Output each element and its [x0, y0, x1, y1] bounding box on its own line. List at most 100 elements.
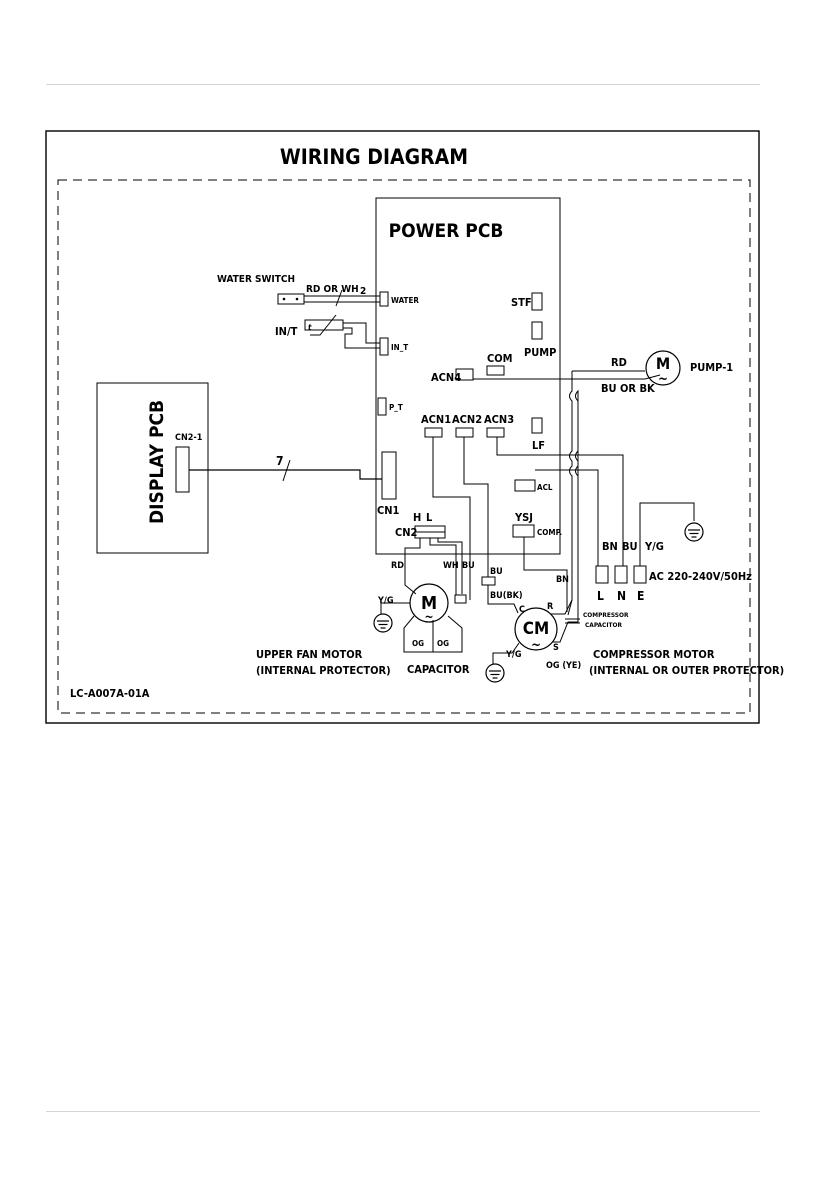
pump-motor-symbol: M: [656, 354, 670, 373]
display-connector-label: CN2-1: [175, 433, 203, 443]
bus-wire-left: [567, 371, 573, 616]
terminal-water: [379, 291, 389, 307]
terminal-acn4-label: ACN4: [431, 371, 461, 384]
terminal-lf-label: LF: [532, 439, 545, 452]
terminal-acn1-label: ACN1: [421, 413, 451, 426]
terminal-acl: [514, 479, 536, 492]
terminal-p-t: [377, 397, 387, 416]
terminal-pump: [531, 321, 543, 340]
compressor-caption-1: COMPRESSOR MOTOR: [593, 648, 715, 661]
terminal-cn1: [381, 451, 397, 500]
input-n-label: N: [617, 589, 626, 603]
input-ground-icon: [684, 522, 704, 542]
water-switch-contact-b: [295, 297, 299, 301]
terminal-acn2-label: ACN2: [452, 413, 482, 426]
pump-motor-tilde: ~: [658, 372, 668, 387]
terminal-acn1: [424, 427, 443, 438]
compressor-bn-label: BN: [556, 575, 569, 585]
pump-wire-bu-label: BU OR BK: [601, 382, 655, 395]
fan-og2-label: OG: [437, 639, 449, 648]
terminal-l-label: L: [426, 511, 433, 524]
compressor-c-wire: [487, 585, 519, 614]
input-l-label: L: [597, 589, 604, 603]
bus-wire-right: [575, 389, 579, 600]
fan-caption-2: (INTERNAL PROTECTOR): [256, 664, 391, 677]
terminal-input-e: [633, 565, 647, 584]
power-pcb-label: POWER PCB: [389, 220, 504, 242]
terminal-acn3-label: ACN3: [484, 413, 514, 426]
water-switch: [277, 293, 305, 305]
power-pcb-box: [375, 197, 561, 555]
compressor-capacitor-label-1: COMPRESSOR: [583, 611, 629, 619]
compressor-bn-wire: [523, 537, 568, 612]
fan-ground-wire: [380, 602, 410, 614]
terminal-cn2-label: CN2: [395, 526, 418, 539]
water-switch-label: WATER SWITCH: [217, 274, 295, 285]
terminal-acl-label: ACL: [537, 483, 553, 492]
terminal-acn2: [455, 427, 474, 438]
compressor-capacitor-label-2: CAPACITOR: [585, 621, 622, 629]
model-code: LC-A007A-01A: [70, 687, 150, 700]
fan-capacitor-label: CAPACITOR: [407, 663, 470, 676]
fan-wire-rd-label: RD: [391, 561, 404, 571]
pump-label: PUMP-1: [690, 361, 733, 374]
acn1-wire: [432, 437, 471, 600]
fan-caption-1: UPPER FAN MOTOR: [256, 648, 363, 661]
compressor-bu-terminal: [481, 576, 496, 586]
harness-slash: [282, 459, 291, 482]
compressor-yg-label: Y/G: [505, 650, 522, 660]
water-switch-wire-label: RD OR WH: [306, 284, 359, 295]
terminal-acn3: [486, 427, 505, 438]
input-bn-label: BN: [602, 540, 618, 553]
terminal-input-l: [595, 565, 609, 584]
terminal-stf: [531, 292, 543, 311]
terminal-stf-label: STF: [511, 296, 532, 309]
top-rule: [46, 84, 760, 85]
fan-yg-label: Y/G: [377, 596, 394, 606]
terminal-ysj-label: YSJ: [514, 511, 533, 524]
terminal-cn1-label: CN1: [377, 504, 400, 517]
acn2-wire: [463, 437, 489, 577]
display-pcb-label: DISPLAY PCB: [146, 400, 168, 524]
terminal-in-t-label: IN_T: [391, 343, 408, 352]
terminal-pump-label: PUMP: [524, 346, 556, 359]
compressor-ground-wire: [492, 642, 520, 664]
compressor-motor-tilde: ~: [531, 638, 541, 653]
fan-capacitor-wires: [403, 615, 463, 653]
terminal-input-n: [614, 565, 628, 584]
in-t-label: IN/T: [275, 325, 298, 338]
pump-motor: [645, 350, 681, 386]
terminal-p-t-label: P_T: [389, 403, 403, 412]
terminal-in-t: [379, 337, 389, 356]
diagram-outer-frame: [45, 130, 760, 724]
terminal-com-label: COM: [487, 352, 513, 365]
fan-wire-bu-label: BU: [462, 561, 475, 571]
input-yg-label: Y/G: [644, 540, 664, 553]
terminal-h-label: H: [413, 511, 421, 524]
water-switch-slash: [335, 289, 343, 307]
compressor-caption-2: (INTERNAL OR OUTER PROTECTOR): [589, 664, 784, 677]
terminal-lf: [531, 417, 543, 434]
input-bu-label: BU: [622, 540, 638, 553]
compressor-ground-icon: [485, 663, 505, 683]
harness-count: 7: [276, 454, 284, 468]
water-switch-contact-a: [282, 297, 286, 301]
harness-wire: [189, 469, 382, 480]
fan-motor-symbol: M: [421, 593, 437, 614]
input-supply-label: AC 220-240V/50Hz: [649, 570, 752, 583]
compressor-motor: [514, 607, 558, 651]
in-t-symbol: t: [308, 323, 312, 332]
fan-terminal: [454, 594, 467, 604]
compressor-r-label: R: [547, 602, 554, 612]
in-t-thermistor-mark: [310, 314, 337, 336]
display-connector-cn2-1: [175, 446, 190, 493]
fan-og1-label: OG: [412, 639, 424, 648]
terminal-ysj: [512, 524, 535, 538]
fan-motor-tilde: ~: [424, 610, 433, 624]
water-switch-wire: [304, 295, 380, 303]
compressor-c-label: C: [519, 605, 525, 615]
pump-wire-rd-label: RD: [611, 356, 627, 369]
water-switch-wire-count: 2: [360, 286, 366, 297]
diagram-dashed-frame: [57, 179, 751, 714]
